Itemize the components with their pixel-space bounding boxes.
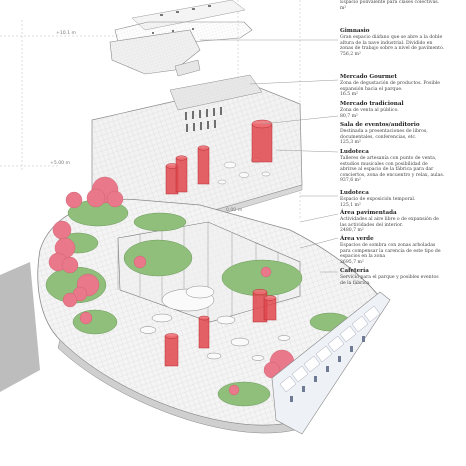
legend-title: Ludoteca	[340, 149, 369, 155]
legend-title: Mercado tradicional	[340, 101, 404, 107]
legend-line: 16.5 m²	[340, 92, 358, 98]
legend-line: 2695,7 m²	[340, 259, 364, 265]
green-areas	[45, 199, 351, 407]
legend-line: altura de la nave industrial. Dividido e…	[340, 40, 433, 46]
leader-lines	[200, 39, 339, 273]
legend-line: espacios en la zona	[340, 254, 386, 260]
middle-floor-plate	[91, 74, 303, 217]
legend-line: Gran espacio diáfano que se abre a la do…	[340, 35, 443, 40]
factory-nave	[271, 291, 391, 435]
legend-line: para compensar la carencia de este tipo …	[340, 248, 441, 254]
legend-line: Espacio polivalente para clases colectiv…	[340, 0, 440, 5]
legend-title: Sala de eventos/auditorio	[340, 122, 420, 128]
legend-title: Ludoteca	[340, 190, 369, 196]
neighbour-building-shadow	[0, 262, 40, 392]
legend-line: de la fábrica.	[340, 280, 371, 286]
legend-line: 937,6 m²	[340, 178, 361, 184]
legend-line: Zona de venta al público.	[340, 108, 399, 113]
pavilions	[139, 285, 291, 361]
legend-title: Gimnasio	[340, 28, 370, 34]
legend-title: Mercado Gourmet	[340, 74, 397, 80]
top-floor-plate	[109, 0, 253, 77]
level-label-ground: 0.00 m	[226, 208, 243, 213]
legend-title: Cafetería	[340, 268, 369, 274]
level-label-mid: +5.00 m	[50, 161, 71, 166]
red-volumes-upper	[165, 119, 273, 195]
legend-line: Destinada a presentaciones de libros,	[340, 129, 428, 134]
pink-trees	[48, 176, 300, 396]
legend-line: Servicio para el parque y posibles event…	[340, 275, 439, 280]
legend-title: Área verde	[340, 236, 374, 242]
legend-line: Espacios de sombra con zonas arboladas	[340, 243, 436, 248]
legend-title: Área pavimentada	[340, 210, 397, 216]
legend-line: estudios musicales con posibilidad de	[340, 161, 428, 167]
red-volumes-lower	[164, 288, 277, 367]
legend-line: Espacio de exposición temporal.	[340, 197, 416, 202]
legend-line: conciertos, zona de encuentro y relax, a…	[340, 172, 445, 178]
legend-line: m²	[340, 5, 347, 11]
legend-line: documentales, conferencias, etc.	[340, 134, 417, 140]
level-label-top: +10.1 m	[56, 31, 77, 36]
legend-line: las actividades del interior.	[340, 222, 404, 228]
legend-line: abrirse al espacio de la fábrica para da…	[340, 167, 434, 173]
legend-line: Talleres de artesanía con punto de venta…	[340, 156, 437, 161]
legend-line: 80,7 m²	[340, 113, 358, 119]
legend-line: 2480,7 m²	[340, 228, 364, 234]
legend-line: 756,2 m²	[340, 51, 361, 57]
legend-line: Actividades al aire libre o de expansión…	[340, 217, 439, 222]
legend-line: Zona de degustación de productos. Posibl…	[340, 81, 440, 86]
legend-line: 125,1 m²	[340, 202, 361, 208]
legend-line: zonas de trabajo sobre a nivel de pavime…	[340, 46, 445, 52]
legend-line: 125,3 m²	[340, 140, 361, 146]
legend-line: expansión hacia el parque.	[340, 86, 403, 92]
